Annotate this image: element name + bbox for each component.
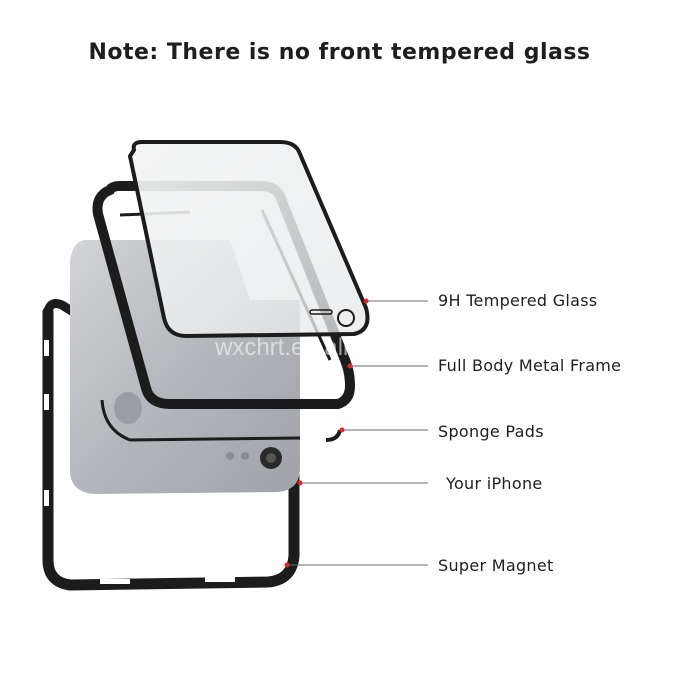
magnet-strip	[205, 577, 235, 582]
note-title: Note: There is no front tempered glass	[88, 40, 591, 65]
callout-marker	[339, 427, 345, 433]
callout-marker	[284, 562, 290, 568]
callout-label-sponge-pads: Sponge Pads	[438, 422, 544, 441]
magnet-strip	[100, 579, 130, 584]
watermark-text: wxchrt.en.alibaba.com	[214, 334, 454, 361]
back-frame-layer	[42, 299, 300, 591]
callout-marker	[363, 298, 369, 304]
callout-marker	[347, 363, 353, 369]
callout-label-metal-frame: Full Body Metal Frame	[438, 356, 622, 375]
apple-logo	[114, 392, 142, 424]
callout-marker	[297, 480, 303, 486]
callout-label-super-magnet: Super Magnet	[438, 556, 554, 575]
callout-label-tempered-glass: 9H Tempered Glass	[438, 291, 598, 310]
tempered-glass-layer	[127, 140, 370, 339]
callout-label-your-iphone: Your iPhone	[446, 474, 543, 493]
callout-leaders	[284, 298, 428, 568]
